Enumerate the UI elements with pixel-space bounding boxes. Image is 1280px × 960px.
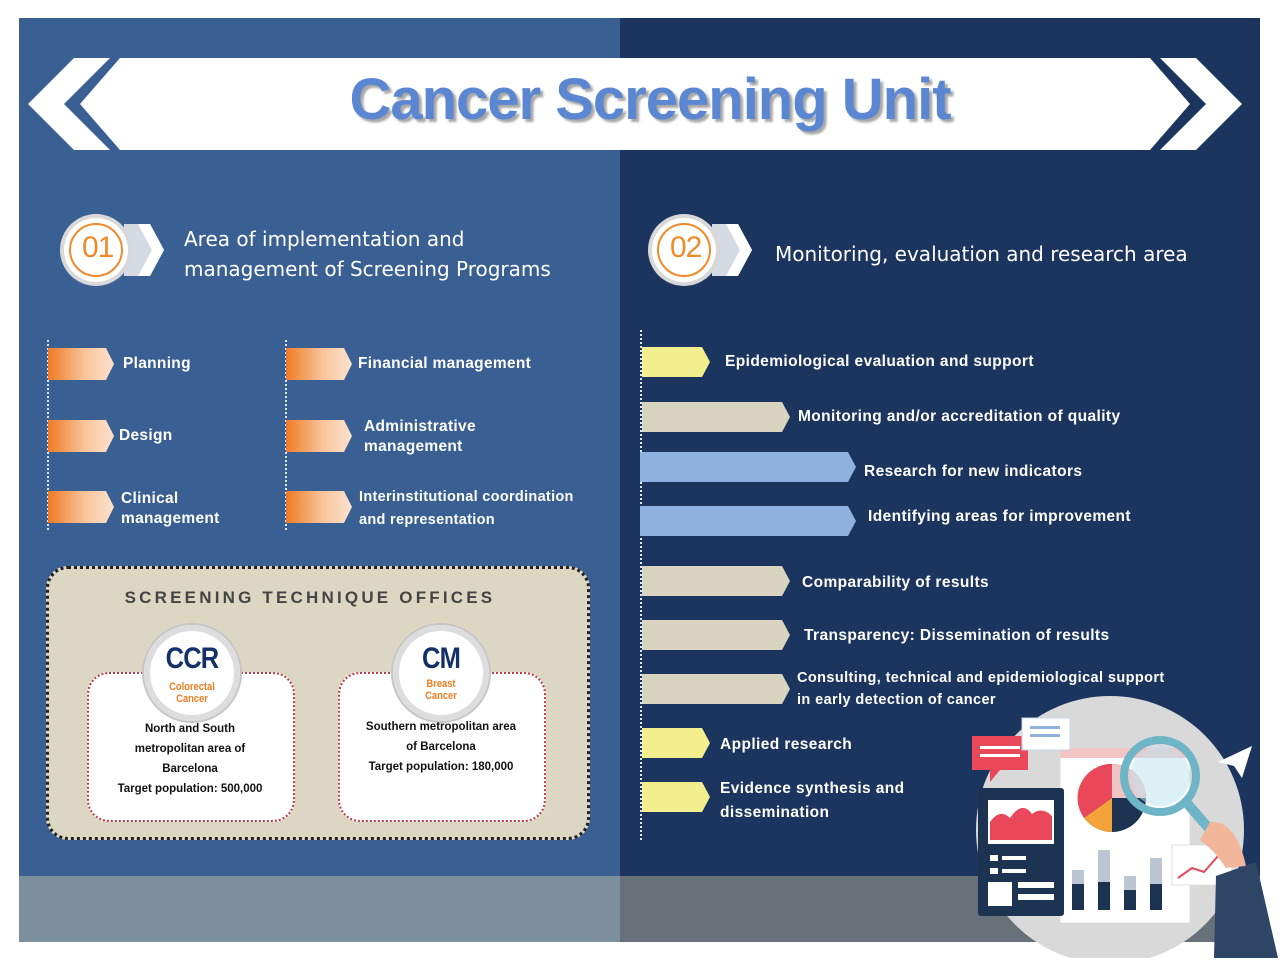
office-code-cm: CM	[422, 642, 461, 675]
right-item-improvement-areas: Identifying areas for improvement	[868, 506, 1131, 528]
item-label: Comparability of results	[802, 574, 990, 591]
right-item-comparability: Comparability of results	[802, 572, 989, 594]
item-label: Design	[119, 427, 173, 444]
orange-arrow-tag	[286, 348, 352, 380]
item-label-line2: dissemination	[720, 804, 830, 821]
beige-arrow-tag	[642, 620, 790, 650]
item-label: Identifying areas for improvement	[868, 508, 1131, 525]
section-number-01: 01	[82, 231, 114, 264]
office-area-line2: of Barcelona	[406, 741, 476, 753]
item-label-line2: management	[121, 510, 220, 527]
blue-arrow-tag	[640, 506, 856, 536]
item-label: Financial management	[358, 355, 532, 372]
page-title: Cancer Screening Unit	[349, 67, 951, 132]
right-item-evidence-synthesis: Evidence synthesis and dissemination	[720, 777, 905, 825]
office-description-cm: Southern metropolitan area of Barcelona …	[341, 717, 541, 777]
office-area-line2: metropolitan area of	[134, 743, 246, 755]
section-title-01: Area of implementation and management of…	[184, 224, 604, 284]
office-description-ccr: North and South metropolitan area of Bar…	[90, 719, 290, 799]
number-badge-02	[648, 214, 752, 286]
right-item-transparency: Transparency: Dissemination of results	[804, 625, 1109, 647]
beige-arrow-tag	[642, 674, 790, 704]
right-item-quality-accreditation: Monitoring and/or accreditation of quali…	[798, 406, 1121, 428]
orange-arrow-tag	[286, 491, 352, 523]
item-label-line1: Consulting, technical and epidemiologica…	[797, 670, 1165, 686]
office-area-line3: Barcelona	[162, 763, 218, 775]
orange-arrow-tag	[286, 420, 352, 452]
offices-title: SCREENING TECHNIQUE OFFICES	[124, 588, 496, 607]
item-label-line2: in early detection of cancer	[797, 692, 996, 708]
list-item-design: Design	[119, 426, 172, 446]
magnifier-icon	[1120, 736, 1200, 816]
yellow-arrow-tag	[642, 347, 710, 377]
office-target: Target population: 500,000	[117, 783, 263, 795]
office-sub-line1: Breast	[426, 678, 456, 690]
office-sub-cm: Breast Cancer	[400, 678, 482, 702]
right-item-epidemiological-evaluation: Epidemiological evaluation and support	[725, 351, 1034, 373]
number-badge-01	[60, 214, 164, 286]
gradient-defs	[0, 0, 1, 1]
data-analysis-illustration	[972, 696, 1278, 958]
office-sub-line2: Cancer	[176, 693, 208, 705]
section-title-01-line1: Area of implementation and	[184, 227, 465, 251]
item-label-line1: Interinstitutional coordination	[359, 489, 574, 505]
office-area-line1: Southern metropolitan area	[365, 721, 517, 733]
office-badge-ccr	[144, 625, 240, 721]
office-code-ccr: CCR	[165, 642, 220, 675]
beige-arrow-tag	[642, 402, 790, 432]
office-area-line1: North and South	[144, 723, 236, 735]
list-item-clinical-management: Clinical management	[121, 489, 220, 529]
yellow-arrow-tag	[642, 728, 710, 758]
item-label: Epidemiological evaluation and support	[725, 353, 1034, 370]
yellow-arrow-tag	[642, 782, 710, 812]
left-footer-band	[19, 876, 620, 942]
beige-arrow-tag	[642, 566, 790, 596]
left-chevron-icon	[28, 58, 110, 150]
office-sub-ccr: Colorectal Cancer	[151, 681, 233, 705]
title-banner	[28, 58, 1242, 150]
orange-arrow-tag	[48, 491, 114, 523]
orange-arrow-tag	[48, 420, 114, 452]
right-chevron-icon	[1160, 58, 1242, 150]
list-item-interinstitutional-coordination: Interinstitutional coordination and repr…	[359, 486, 574, 532]
divider-dots	[640, 330, 642, 840]
section-title-01-line2: management of Screening Programs	[184, 257, 551, 281]
list-item-administrative-management: Administrative management	[364, 417, 476, 457]
item-label: Research for new indicators	[864, 463, 1083, 480]
right-item-applied-research: Applied research	[720, 734, 852, 756]
orange-arrow-tag	[48, 348, 114, 380]
list-item-planning: Planning	[123, 354, 191, 374]
item-label: Transparency: Dissemination of results	[804, 627, 1110, 644]
item-label: Monitoring and/or accreditation of quali…	[798, 408, 1121, 425]
right-item-consulting-support: Consulting, technical and epidemiologica…	[797, 667, 1165, 711]
hand-icon	[1200, 821, 1246, 868]
office-sub-line2: Cancer	[425, 690, 457, 702]
blue-arrow-tag	[640, 452, 856, 482]
item-label-line1: Clinical	[121, 490, 179, 507]
item-label: Applied research	[720, 736, 853, 753]
office-sub-line1: Colorectal	[169, 681, 215, 693]
item-label-line2: management	[364, 438, 463, 455]
office-target: Target population: 180,000	[368, 761, 514, 773]
section-number-02: 02	[670, 231, 702, 264]
item-label-line1: Evidence synthesis and	[720, 780, 905, 797]
list-item-financial-management: Financial management	[358, 354, 531, 374]
item-label-line1: Administrative	[364, 418, 476, 435]
office-badge-cm	[393, 625, 489, 721]
item-label-line2: and representation	[359, 512, 495, 528]
right-item-new-indicators: Research for new indicators	[864, 461, 1082, 483]
item-label: Planning	[123, 355, 191, 372]
section-title-02: Monitoring, evaluation and research area	[775, 242, 1188, 266]
paper-plane-icon	[1218, 746, 1252, 778]
